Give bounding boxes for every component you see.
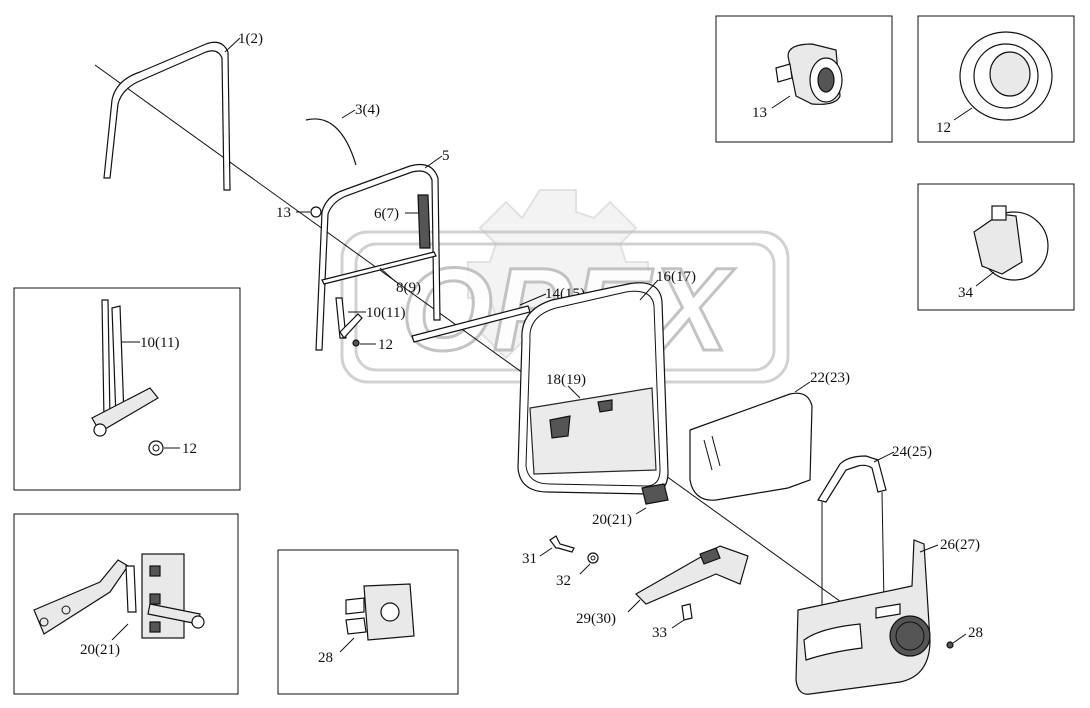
label-31: 31 — [522, 551, 537, 567]
part-13-bush: 13 — [276, 205, 322, 221]
label-16-17: 16(17) — [656, 269, 696, 285]
part-18-inner-panel: 18(19) — [529, 372, 657, 475]
part-32-washer: 32 — [556, 552, 599, 589]
label-24-25: 24(25) — [892, 444, 932, 460]
label-5: 5 — [442, 148, 450, 164]
label-12-b: 12 — [182, 441, 197, 457]
part-14-moulding: 14(15) — [411, 286, 585, 343]
detail-box-clip: 28 — [277, 549, 459, 695]
part-24-grab-handle: 24(25) — [817, 444, 932, 610]
detail-box-bush: 13 — [715, 15, 893, 143]
label-12-a: 12 — [378, 337, 393, 353]
label-3-4: 3(4) — [355, 102, 380, 118]
label-29-30: 29(30) — [576, 611, 616, 627]
washer-12 — [148, 440, 164, 456]
part-20-hinge-main: 20(21) — [592, 483, 669, 528]
label-12-c: 12 — [936, 120, 951, 136]
part-33-pin: 33 — [652, 603, 693, 641]
label-10-11-a: 10(11) — [366, 305, 405, 321]
label-6-7: 6(7) — [374, 206, 399, 222]
part-26-trim-panel: 26(27) — [795, 537, 980, 695]
part-3-strip: 3(4) — [305, 102, 380, 166]
part-6-division-bar: 6(7) — [374, 194, 431, 249]
part-28-fastener-main: 28 — [946, 625, 983, 649]
label-18-19: 18(19) — [546, 372, 586, 388]
detail-box-channel: 10(11) 12 — [13, 287, 241, 491]
detail-box-push-clip: 34 — [917, 183, 1075, 311]
label-13-a: 13 — [276, 205, 291, 221]
part-10-channel-main: 10(11) 12 — [335, 297, 405, 353]
label-33: 33 — [652, 625, 667, 641]
detail-box-grommet: 12 — [917, 15, 1075, 143]
label-32: 32 — [556, 573, 571, 589]
part-8-belt-moulding: 8(9) — [321, 251, 437, 296]
part-1-window-channel: 1(2) — [103, 31, 263, 191]
label-13-b: 13 — [752, 105, 767, 121]
label-34: 34 — [958, 285, 974, 301]
label-28-b: 28 — [318, 650, 333, 666]
part-29-armrest-bracket: 29(30) — [576, 545, 749, 627]
part-22-glass: 22(23) — [689, 370, 850, 501]
label-20-21-b: 20(21) — [80, 642, 120, 658]
label-20-21-a: 20(21) — [592, 512, 632, 528]
label-10-11-b: 10(11) — [140, 335, 179, 351]
part-31-bolt: 31 — [522, 535, 575, 567]
assembly-axis-line — [94, 64, 906, 649]
detail-box-hinge: 20(21) — [13, 513, 239, 695]
label-22-23: 22(23) — [810, 370, 850, 386]
part-5-glass-run: 5 — [315, 148, 450, 351]
label-8-9: 8(9) — [396, 280, 421, 296]
label-26-27: 26(27) — [940, 537, 980, 553]
label-28-a: 28 — [968, 625, 983, 641]
label-1-2: 1(2) — [238, 31, 263, 47]
